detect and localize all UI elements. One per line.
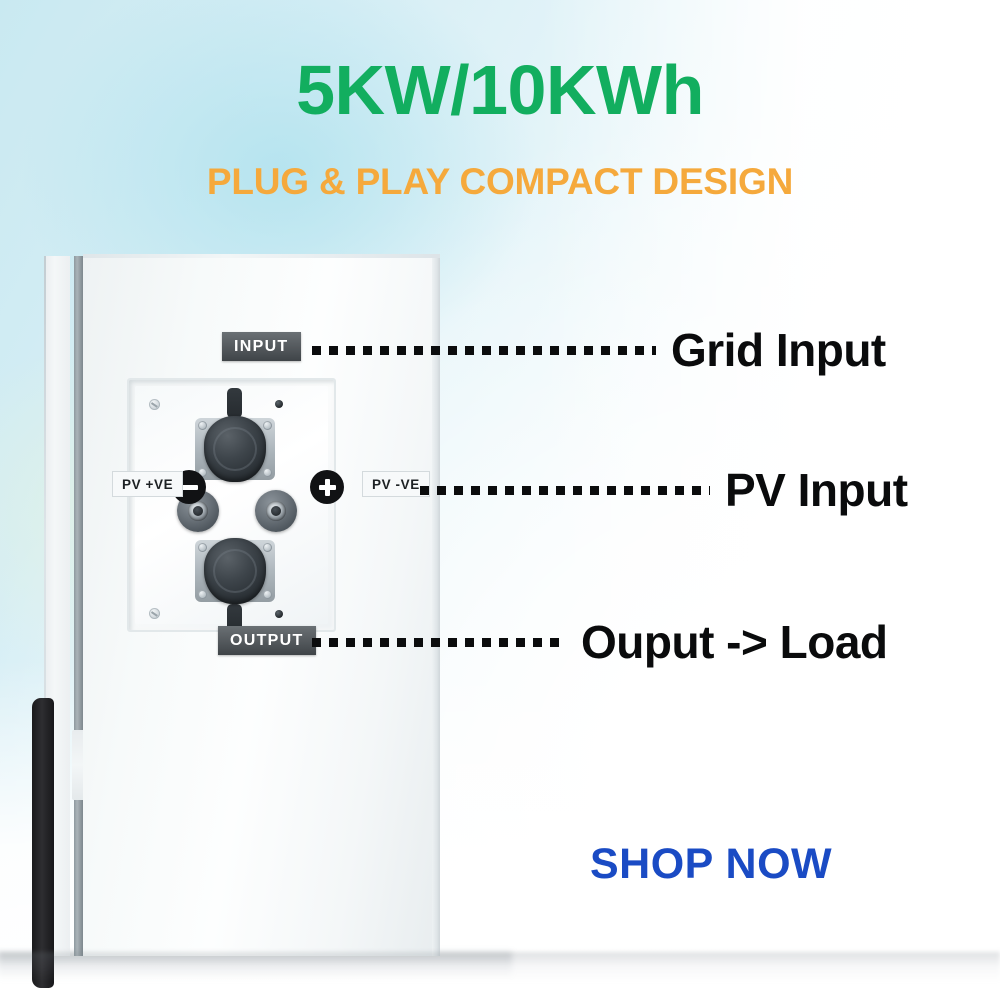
bottom-floor-shadow <box>0 952 1000 982</box>
callout-label: Ouput -> Load <box>581 616 888 668</box>
output-connector <box>193 530 277 634</box>
page-title: 5KW/10KWh <box>296 51 704 129</box>
dotted-leader-line <box>312 637 566 647</box>
callout-label: Grid Input <box>671 324 886 376</box>
page-subtitle: PLUG & PLAY COMPACT DESIGN <box>206 161 794 202</box>
cabinet-top-edge <box>83 254 440 258</box>
dotted-leader-line <box>420 485 710 495</box>
cabinet-side-edge <box>44 256 46 956</box>
minus-bar <box>180 484 198 490</box>
panel-hole-icon <box>275 400 283 408</box>
label-pv-negative: PV -VE <box>362 471 430 497</box>
grid-input-connector <box>193 388 277 492</box>
cabinet-rail-break <box>72 730 86 800</box>
plus-badge-icon <box>310 470 344 504</box>
connector-rubber-cap <box>204 416 266 482</box>
shop-now-button[interactable]: SHOP NOW <box>590 840 833 888</box>
callout-pv-input: PV Input <box>420 464 908 516</box>
panel-screw-icon <box>149 399 160 410</box>
product-image <box>0 250 512 988</box>
plus-bar-vertical <box>324 478 330 496</box>
cabinet-handle <box>32 698 54 988</box>
label-pv-positive: PV +VE <box>112 471 184 497</box>
connector-panel <box>127 378 336 634</box>
callout-label: PV Input <box>725 464 908 516</box>
dotted-leader-line <box>312 345 656 355</box>
connector-rubber-cap <box>204 538 266 604</box>
label-input-plate: INPUT <box>222 332 301 361</box>
panel-screw-icon <box>149 608 160 619</box>
cabinet-rail <box>74 256 83 956</box>
panel-hole-icon <box>275 610 283 618</box>
connector-panel-inner <box>135 386 328 634</box>
product-floor-shadow <box>0 952 512 978</box>
callout-output-load: Ouput -> Load <box>312 616 888 668</box>
pv-connector-positive <box>255 490 297 532</box>
connector-tab <box>227 388 242 418</box>
callout-grid-input: Grid Input <box>312 324 886 376</box>
label-output-plate: OUTPUT <box>218 626 316 655</box>
cabinet-right-edge <box>432 256 440 956</box>
